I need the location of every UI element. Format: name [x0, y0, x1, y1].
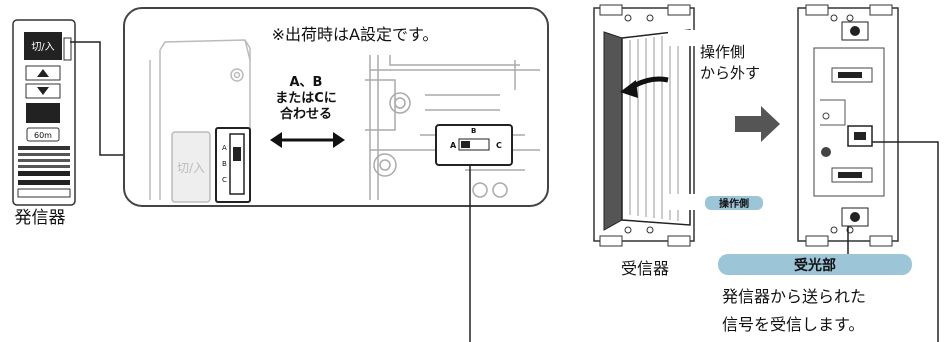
align-text-3: 合わせる [280, 106, 332, 122]
down-arrow-icon [37, 87, 49, 95]
receiver-with-cover: 操作側 から外す 操作側 受信器 [593, 4, 763, 278]
switch-a-label: A [450, 141, 457, 150]
light-receiver-pill [718, 254, 912, 275]
remove-text-2: から外す [700, 64, 760, 82]
remote-onoff-button [24, 32, 62, 60]
remote-onoff-label: 切/入 [31, 41, 54, 53]
remote-timer-button [26, 127, 60, 142]
receiver-uncovered [797, 4, 899, 247]
receiver-switch-knob [461, 141, 470, 148]
svg-text:A: A [222, 144, 227, 152]
cover-panel [621, 29, 691, 226]
remote-mode-button [26, 103, 60, 123]
leader-line-light-receiver [872, 141, 939, 342]
zoom-panel: ※出荷時はA設定です。 [123, 7, 549, 207]
up-arrow-icon [37, 69, 49, 77]
light-receiver-label: 受光部 [794, 257, 836, 274]
transmitter-label: 発信器 [15, 208, 66, 228]
align-text-1: A、B [290, 75, 323, 90]
align-text-2: またはCに [275, 91, 337, 106]
factory-setting-note: ※出荷時はA設定です。 [272, 25, 439, 44]
remote-timer-label: 60m [34, 131, 52, 140]
switch-c-label: C [496, 141, 502, 150]
receive-desc-1: 発信器から送られた [722, 287, 866, 306]
svg-text:B: B [222, 160, 227, 168]
receiver-label: 受信器 [621, 259, 669, 278]
switch-b-label: B [471, 127, 476, 135]
receive-desc-2: 信号を受信します。 [722, 315, 864, 334]
svg-text:C: C [222, 176, 227, 184]
remove-text-1: 操作側 [700, 43, 745, 61]
right-arrow-icon [735, 106, 780, 142]
transmitter-switch-knob [233, 147, 241, 161]
double-arrow-icon [270, 132, 345, 148]
switch-onoff-ghost-label: 切/入 [177, 161, 205, 175]
operation-side-text: 操作側 [719, 197, 749, 210]
remote-transmitter: 切/入 60m 発信器 [12, 19, 76, 228]
operation-side-tag [705, 196, 763, 210]
